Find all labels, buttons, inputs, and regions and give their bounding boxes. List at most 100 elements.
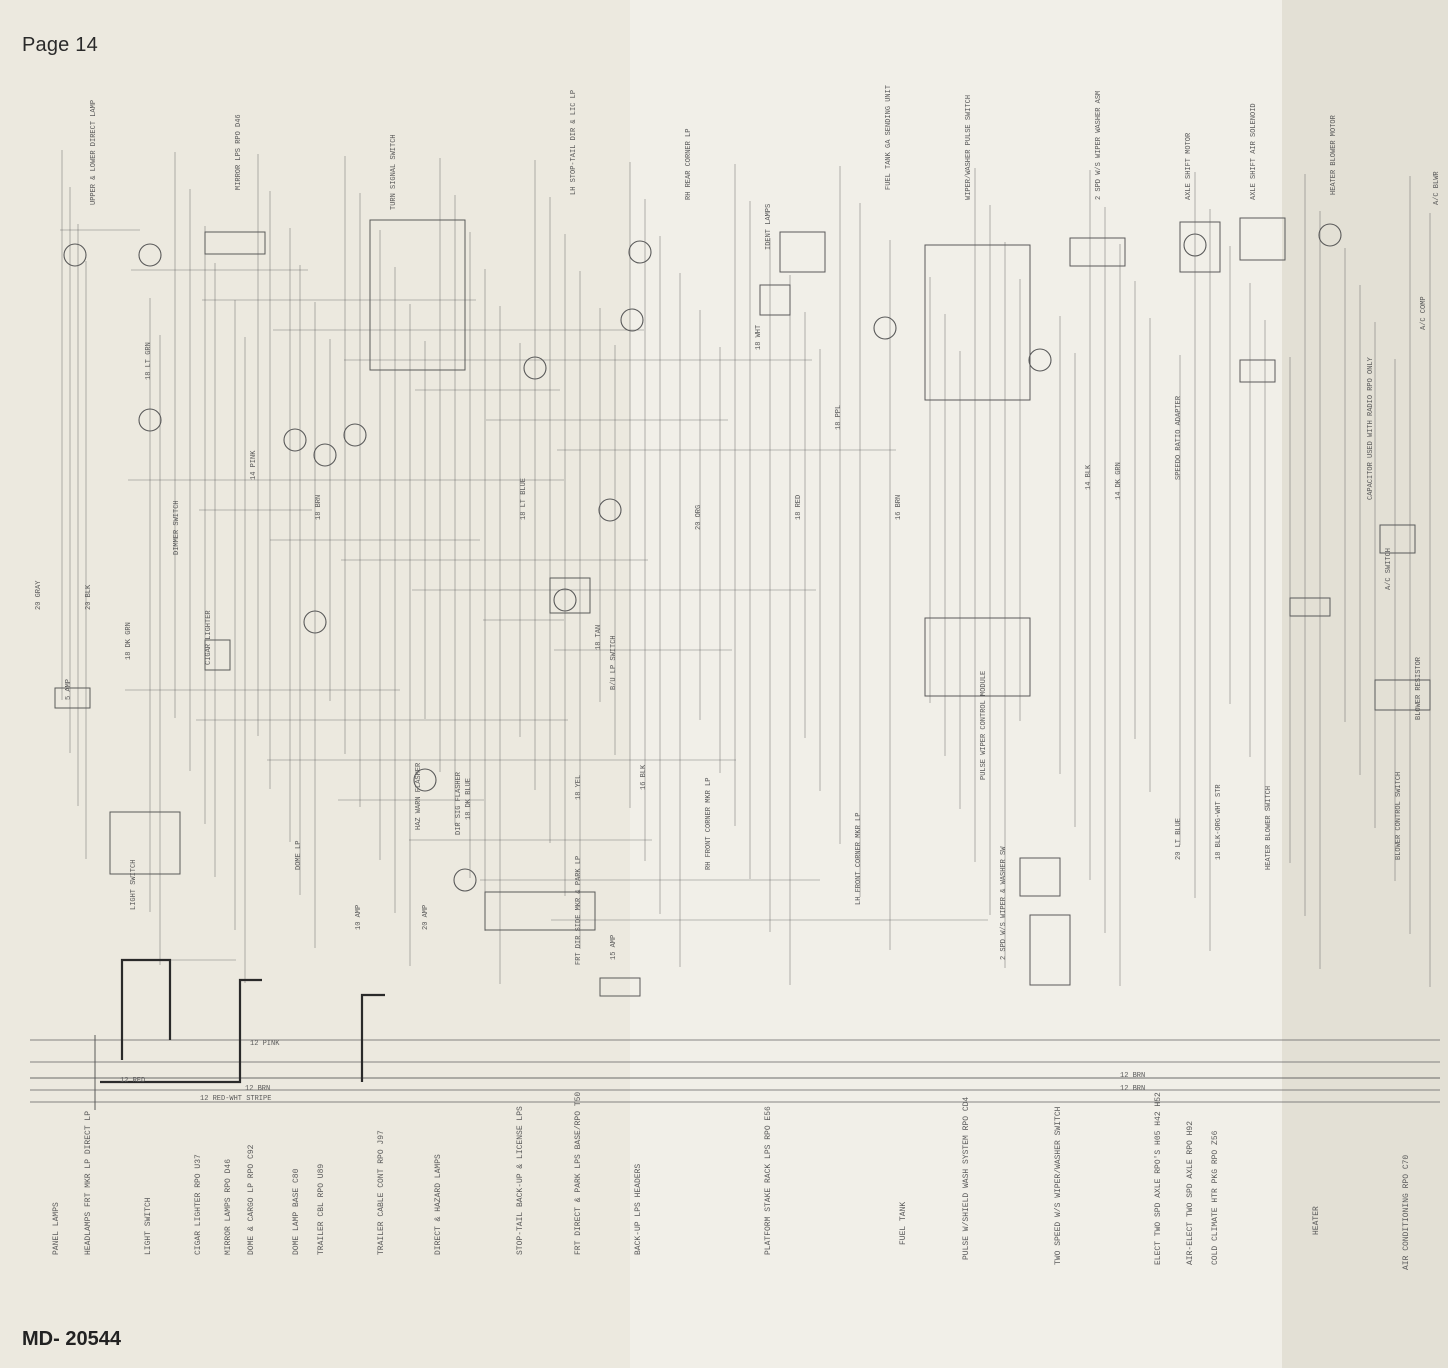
component-box bbox=[599, 977, 641, 997]
circuit-legend-item: COLD CLIMATE HTR PKG RPO Z56 bbox=[1211, 1130, 1220, 1265]
harness-wire-label: 12 BRN bbox=[245, 1085, 270, 1093]
power-feed bbox=[360, 993, 385, 1082]
component-label: LIGHT SWITCH bbox=[130, 860, 138, 910]
lamp-symbol bbox=[413, 768, 437, 792]
component-label: FUEL TANK GA SENDING UNIT bbox=[885, 85, 893, 190]
component-label: CAPACITOR USED WITH RADIO RPO ONLY bbox=[1367, 356, 1375, 500]
lamp-symbol bbox=[598, 498, 622, 522]
component-box bbox=[779, 231, 826, 273]
wire-label: 18 RED bbox=[795, 495, 803, 520]
component-label: CIGAR LIGHTER bbox=[205, 610, 213, 665]
lamp-symbol bbox=[1028, 348, 1052, 372]
wire-label: 20 GRAY bbox=[35, 580, 43, 610]
circuit-legend-item: TRAILER CBL RPO U89 bbox=[317, 1164, 326, 1255]
component-box bbox=[1029, 914, 1071, 986]
component-label: HAZ WARN FLASHER bbox=[415, 762, 423, 830]
circuit-legend-item: FUEL TANK bbox=[899, 1202, 908, 1245]
harness-wire-label: 12 RED-WHT STRIPE bbox=[200, 1095, 271, 1103]
fuse-label: 10 AMP bbox=[355, 905, 363, 930]
wire-label: 18 LT GRN bbox=[145, 342, 153, 380]
circuit-legend-item: BACK-UP LPS HEADERS bbox=[634, 1164, 643, 1255]
lamp-symbol bbox=[343, 423, 367, 447]
circuit-legend-item: HEATER bbox=[1312, 1206, 1321, 1235]
fuse-label: 20 AMP bbox=[422, 905, 430, 930]
wire-label: 16 BLK bbox=[640, 764, 648, 790]
component-box bbox=[54, 687, 91, 709]
component-label: RH REAR CORNER LP bbox=[685, 129, 693, 200]
wire-label: 20 ORG bbox=[695, 505, 703, 530]
component-box bbox=[1374, 679, 1431, 711]
circuit-legend-item: AIR-ELECT TWO SPD AXLE RPO H92 bbox=[1186, 1121, 1195, 1265]
power-feed bbox=[100, 978, 262, 1084]
component-label: A/C BLWR bbox=[1433, 171, 1441, 205]
harness-wire-label: 12 BRN bbox=[1120, 1085, 1145, 1093]
component-label: LH FRONT CORNER MKR LP bbox=[855, 813, 863, 905]
component-label: 2 SPD W/S WIPER & WASHER SW bbox=[1000, 846, 1008, 960]
circuit-legend-item: PANEL LAMPS bbox=[52, 1202, 61, 1255]
lamp-symbol bbox=[453, 868, 477, 892]
circuit-legend-item: TWO SPEED W/S WIPER/WASHER SWITCH bbox=[1054, 1106, 1063, 1265]
component-label: FRT DIR SIDE MKR & PARK LP bbox=[575, 856, 583, 965]
wire-label: 18 BLK-ORG-WHT STR bbox=[1215, 784, 1223, 860]
fuse-label: 5 AMP bbox=[65, 679, 73, 700]
wire-label: 18 BRN bbox=[315, 495, 323, 520]
lamp-symbol bbox=[138, 243, 162, 267]
component-box bbox=[484, 891, 596, 931]
sheet-panel-right bbox=[1282, 0, 1448, 1368]
component-label: BLOWER CONTROL SWITCH bbox=[1395, 772, 1403, 860]
harness-wire-label: 12 PINK bbox=[250, 1040, 280, 1048]
component-box bbox=[1239, 359, 1276, 383]
component-label: BLOWER RESISTOR bbox=[1415, 656, 1423, 720]
component-box bbox=[924, 617, 1031, 697]
component-label: IDENT LAMPS bbox=[765, 204, 773, 250]
lamp-symbol bbox=[1318, 223, 1342, 247]
wire-label: 18 DK GRN bbox=[125, 622, 133, 660]
circuit-legend-item: HEADLAMPS FRT MKR LP DIRECT LP bbox=[84, 1111, 93, 1255]
lamp-symbol bbox=[620, 308, 644, 332]
component-box bbox=[1379, 524, 1416, 554]
component-label: DIMMER SWITCH bbox=[173, 500, 181, 555]
wire-label: 14 BLK bbox=[1085, 464, 1093, 490]
circuit-legend-item: FRT DIRECT & PARK LPS BASE/RPO T50 bbox=[574, 1092, 583, 1255]
power-feed bbox=[120, 958, 172, 1060]
component-box bbox=[924, 244, 1031, 401]
component-label: UPPER & LOWER DIRECT LAMP bbox=[90, 100, 98, 205]
circuit-legend-item: PULSE W/SHIELD WASH SYSTEM RPO CD4 bbox=[962, 1097, 971, 1260]
circuit-legend-item: PLATFORM STAKE RACK LPS RPO E56 bbox=[764, 1106, 773, 1255]
wire-label: 20 LT BLUE bbox=[1175, 818, 1183, 860]
lamp-symbol bbox=[138, 408, 162, 432]
circuit-legend-item: MIRROR LAMPS RPO D46 bbox=[224, 1159, 233, 1255]
lamp-symbol bbox=[1183, 233, 1207, 257]
component-box bbox=[1019, 857, 1061, 897]
component-label: RH FRONT CORNER MKR LP bbox=[705, 778, 713, 870]
lamp-symbol bbox=[283, 428, 307, 452]
component-box bbox=[204, 231, 266, 255]
component-box bbox=[1289, 597, 1331, 617]
circuit-legend-item: DOME LAMP BASE C80 bbox=[292, 1168, 301, 1255]
fuse-label: 15 AMP bbox=[610, 935, 618, 960]
component-box bbox=[1239, 217, 1286, 261]
harness-wire-label: 12 BRN bbox=[1120, 1072, 1145, 1080]
component-label: TURN SIGNAL SWITCH bbox=[390, 134, 398, 210]
wire-label: 20 BLK bbox=[85, 584, 93, 610]
circuit-legend-item: DOME & CARGO LP RPO C92 bbox=[247, 1144, 256, 1255]
sheet-panel-middle bbox=[630, 0, 1282, 1368]
component-label: DIR SIG FLASHER bbox=[455, 771, 463, 835]
wire-label: 18 PPL bbox=[835, 405, 843, 430]
component-label: PULSE WIPER CONTROL MODULE bbox=[980, 671, 988, 780]
lamp-symbol bbox=[303, 610, 327, 634]
component-box bbox=[759, 284, 791, 316]
wire-label: 14 PINK bbox=[250, 450, 258, 480]
lamp-symbol bbox=[628, 240, 652, 264]
component-box bbox=[369, 219, 466, 371]
circuit-legend-item: LIGHT SWITCH bbox=[144, 1197, 153, 1255]
wire-label: 18 YEL bbox=[575, 775, 583, 800]
component-label: DOME LP bbox=[295, 841, 303, 870]
document-number: MD- 20544 bbox=[22, 1328, 121, 1350]
component-label: MIRROR LPS RPO D46 bbox=[235, 114, 243, 190]
lamp-symbol bbox=[873, 316, 897, 340]
component-label: WIPER/WASHER PULSE SWITCH bbox=[965, 95, 973, 200]
component-label: B/U LP SWITCH bbox=[610, 635, 618, 690]
component-label: LH STOP-TAIL DIR & LIC LP bbox=[570, 90, 578, 195]
